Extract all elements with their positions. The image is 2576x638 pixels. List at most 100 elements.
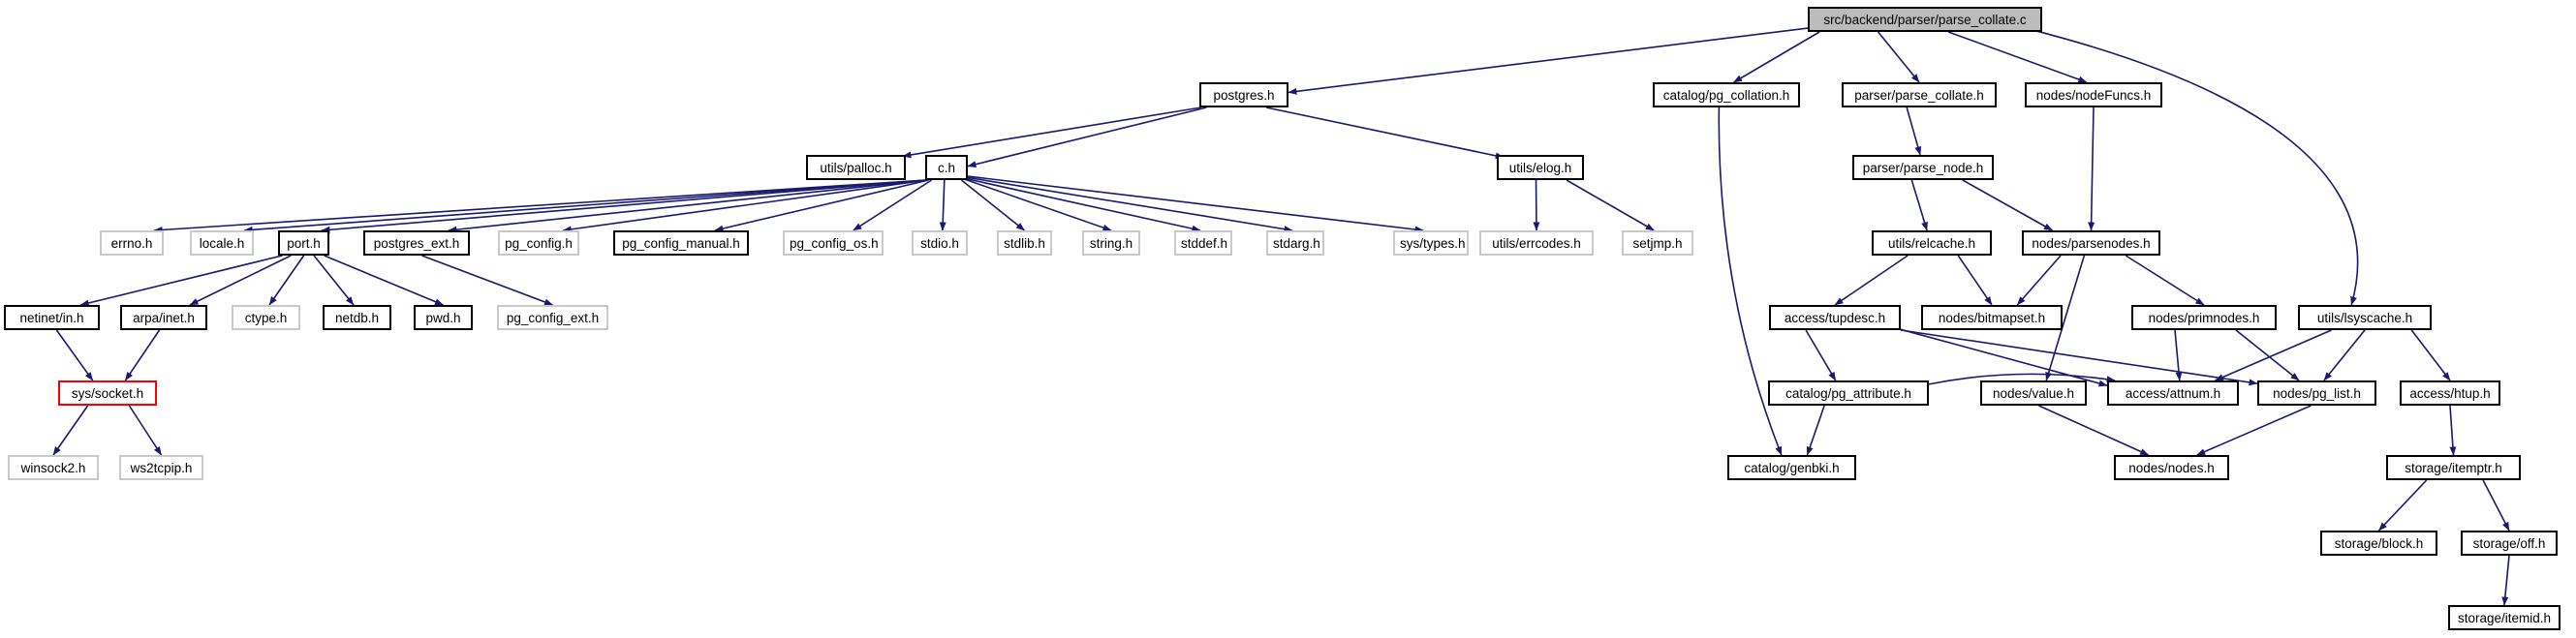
edge-htup-to-itemptr [2449,405,2457,456]
node-string: string.h [1082,230,1140,256]
node-parsenodes[interactable]: nodes/parsenodes.h [2022,230,2160,256]
edge-parse_node-to-relcache [1910,179,1928,231]
edge-parsenodes-to-bitmapset [2016,255,2062,306]
node-value[interactable]: nodes/value.h [1980,380,2087,406]
node-primnodes[interactable]: nodes/primnodes.h [2131,305,2277,330]
edge-main-to-nodefuncs [1947,31,2088,83]
edge-arpa_inet-to-sys_socket [124,329,161,381]
node-parse-node[interactable]: parser/parse_node.h [1852,155,1994,180]
edge-parsenodes-to-value [2045,255,2086,381]
edge-c_h-to-pg_config_os [853,179,933,231]
edge-c_h-to-postgres_ext [448,179,928,233]
edge-c_h-to-pg_config [562,179,928,233]
node-nodefuncs[interactable]: nodes/nodeFuncs.h [2025,82,2162,107]
edge-c_h-to-stdlib [960,179,1025,231]
node-netdb[interactable]: netdb.h [323,305,391,330]
node-ws2tcpip: ws2tcpip.h [119,455,203,480]
node-htup[interactable]: access/htup.h [2400,380,2500,406]
node-winsock2: winsock2.h [8,455,99,480]
node-setjmp: setjmp.h [1622,230,1693,256]
node-elog[interactable]: utils/elog.h [1497,155,1584,180]
edge-c_h-to-sys_types [967,175,1424,233]
edge-sys_socket-to-winsock2 [52,405,89,456]
node-stddef: stddef.h [1174,230,1232,256]
edge-port-to-netinet_in [79,255,283,307]
node-itemptr[interactable]: storage/itemptr.h [2386,455,2521,480]
edge-elog-to-errcodes [1533,179,1540,231]
node-locale: locale.h [190,230,254,256]
node-off[interactable]: storage/off.h [2461,531,2558,556]
node-itemid[interactable]: storage/itemid.h [2448,605,2560,630]
edge-off-to-itemid [2501,555,2510,606]
node-bitmapset[interactable]: nodes/bitmapset.h [1921,305,2063,330]
node-genbki[interactable]: catalog/genbki.h [1727,455,1856,480]
node-block[interactable]: storage/block.h [2320,531,2437,556]
node-attnum[interactable]: access/attnum.h [2107,380,2239,406]
edge-c_h-to-stddef [966,177,1201,232]
edge-port-to-arpa_inet [189,255,292,306]
edge-port-to-netdb [313,255,355,306]
node-port[interactable]: port.h [278,230,329,256]
node-sys-socket[interactable]: sys/socket.h [58,380,157,406]
node-lsyscache[interactable]: utils/lsyscache.h [2298,305,2432,330]
edge-pg_list-to-nodes_h [2196,405,2312,456]
edge-postgres_ext-to-pg_config_ext [421,255,553,306]
edge-elog-to-setjmp [1566,179,1655,231]
edge-tupdesc-to-pg_list [1900,329,2258,386]
node-sys-types: sys/types.h [1393,230,1469,256]
node-arpa-inet[interactable]: arpa/inet.h [120,305,207,330]
edge-port-to-pwd [324,255,444,306]
node-pg-collation[interactable]: catalog/pg_collation.h [1653,82,1800,107]
node-pg-list[interactable]: nodes/pg_list.h [2257,380,2376,406]
edge-itemptr-to-block [2377,479,2428,532]
node-pwd[interactable]: pwd.h [414,305,473,330]
edge-c_h-to-stdio [939,179,947,231]
node-stdarg: stdarg.h [1266,230,1324,256]
edge-c_h-to-pg_config_manual [714,179,929,232]
edge-c_h-to-port [321,179,927,233]
node-ctype: ctype.h [232,305,300,330]
node-stdlib: stdlib.h [997,230,1052,256]
node-pg-config: pg_config.h [498,230,579,256]
edge-main-to-parse_collate_h [1877,31,1920,83]
edge-parse_node-to-parsenodes [1962,179,2053,231]
node-parse-collate-h[interactable]: parser/parse_collate.h [1842,82,1997,107]
edge-c_h-to-stdarg [967,176,1293,233]
edge-primnodes-to-pg_list [2235,329,2300,381]
edge-pg_attribute-to-genbki [1806,405,1825,456]
node-errcodes: utils/errcodes.h [1479,230,1594,256]
edge-itemptr-to-off [2482,479,2510,532]
edge-postgres_h-to-palloc [902,106,1201,159]
edge-sys_socket-to-ws2tcpip [128,405,163,456]
edge-lsyscache-to-pg_list [2323,329,2366,381]
edge-netinet_in-to-sys_socket [55,329,94,381]
node-palloc[interactable]: utils/palloc.h [806,155,906,180]
edge-tupdesc-to-pg_attribute [1805,329,1837,381]
edge-port-to-ctype [268,255,305,306]
edge-main-to-postgres_h [1288,27,1809,95]
edge-c_h-to-string [965,178,1112,231]
node-netinet-in[interactable]: netinet/in.h [4,305,100,330]
node-pg-config-os: pg_config_os.h [783,230,884,256]
edge-parsenodes-to-primnodes [2125,255,2205,306]
edge-pg_attribute-to-attnum [1928,373,2116,385]
node-pg-config-manual[interactable]: pg_config_manual.h [613,230,749,256]
node-postgres-ext[interactable]: postgres_ext.h [363,230,470,256]
edge-c_h-to-errno [153,179,926,233]
node-pg-attribute[interactable]: catalog/pg_attribute.h [1768,380,1929,406]
edge-main-to-lsyscache [2034,29,2359,306]
node-nodes-h[interactable]: nodes/nodes.h [2114,455,2229,480]
node-c-h[interactable]: c.h [925,155,968,180]
edge-c_h-to-locale [243,179,926,233]
node-relcache[interactable]: utils/relcache.h [1872,230,1992,256]
node-stdio: stdio.h [912,230,968,256]
node-pg-config-ext: pg_config_ext.h [497,305,608,330]
node-postgres-h[interactable]: postgres.h [1199,82,1288,107]
edge-value-to-nodes_h [2038,405,2150,456]
node-tupdesc[interactable]: access/tupdesc.h [1769,305,1901,330]
node-main: src/backend/parser/parse_collate.c [1808,7,2042,32]
edge-postgres_h-to-elog [1265,106,1505,160]
edge-nodefuncs-to-parsenodes [2088,106,2095,231]
